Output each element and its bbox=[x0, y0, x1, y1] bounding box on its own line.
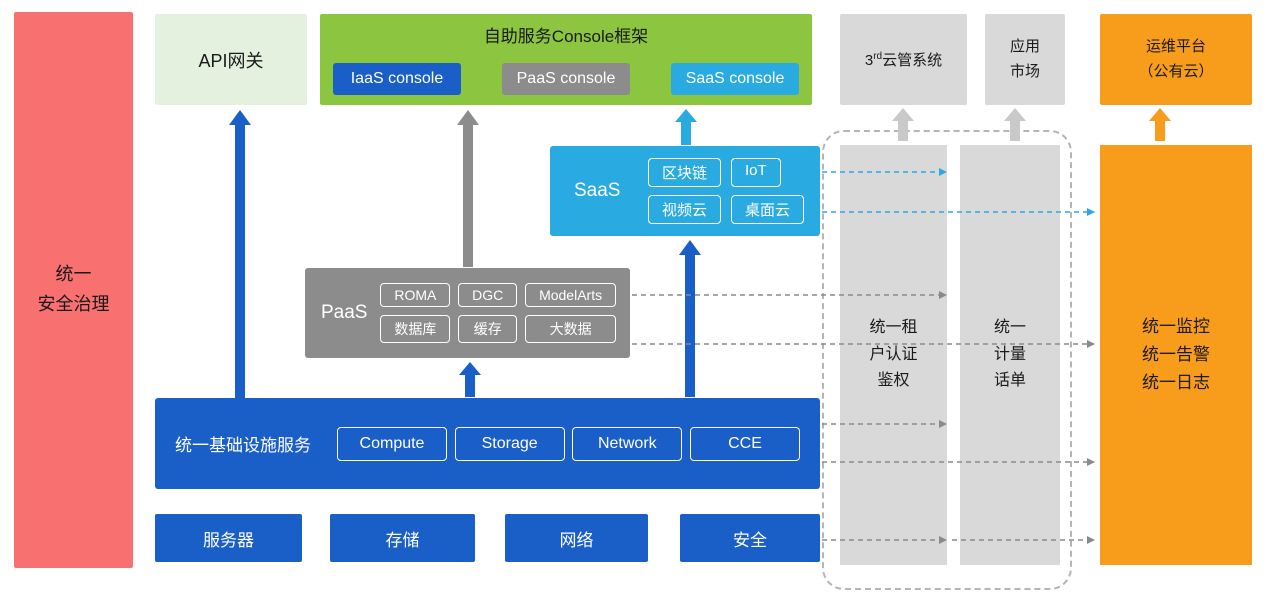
third-party-suffix: 云管系统 bbox=[882, 52, 943, 69]
paas-service-modelarts: ModelArts bbox=[525, 283, 616, 307]
api-gateway-box: API网关 bbox=[155, 14, 307, 105]
hardware-security-box: 安全 bbox=[680, 514, 820, 562]
saas-service-blockchain: 区块链 bbox=[647, 158, 721, 187]
infrastructure-box: 统一基础设施服务 Compute Storage Network CCE bbox=[155, 398, 820, 489]
paas-label: PaaS bbox=[321, 302, 368, 323]
paas-service-roma: ROMA bbox=[380, 283, 451, 307]
infrastructure-label: 统一基础设施服务 bbox=[175, 436, 311, 455]
iaas-console-chip: IaaS console bbox=[333, 63, 461, 95]
paas-service-dgc: DGC bbox=[458, 283, 518, 307]
saas-service-iot: IoT bbox=[730, 158, 781, 187]
tenant-auth-bar: 统一租 户认证 鉴权 bbox=[840, 145, 947, 565]
console-chip-row: IaaS console PaaS console SaaS console bbox=[333, 63, 799, 95]
paas-box: PaaS ROMA DGC ModelArts 数据库 缓存 大数据 bbox=[305, 268, 630, 358]
paas-service-cache: 缓存 bbox=[458, 315, 518, 343]
arrow-infra-to-saas bbox=[679, 240, 701, 397]
security-governance-bar: 统一 安全治理 bbox=[14, 12, 133, 568]
arrow-saas-to-saas-console bbox=[675, 109, 697, 145]
arrow-paas-to-console-frame bbox=[457, 110, 479, 267]
paas-services-grid: ROMA DGC ModelArts 数据库 缓存 大数据 bbox=[380, 283, 616, 343]
arrow-infra-to-paas bbox=[459, 362, 481, 397]
paas-service-database: 数据库 bbox=[380, 315, 451, 343]
saas-service-video-cloud: 视频云 bbox=[647, 195, 721, 224]
console-frame-box: 自助服务Console框架 IaaS console PaaS console … bbox=[320, 14, 812, 105]
monitoring-alarm-log-bar: 统一监控 统一告警 统一日志 bbox=[1100, 145, 1252, 565]
saas-box: SaaS 区块链 IoT 视频云 桌面云 bbox=[550, 146, 820, 236]
paas-service-bigdata: 大数据 bbox=[525, 315, 616, 343]
om-platform-box: 运维平台 （公有云） bbox=[1100, 14, 1252, 105]
hardware-server-box: 服务器 bbox=[155, 514, 302, 562]
arrow-infra-to-api-gateway bbox=[229, 110, 251, 398]
hardware-storage-box: 存储 bbox=[330, 514, 475, 562]
infra-service-storage: Storage bbox=[454, 426, 565, 461]
arrow-monitoring-to-om-platform bbox=[1149, 108, 1171, 141]
third-party-superscript: rd bbox=[873, 51, 883, 62]
saas-label: SaaS bbox=[574, 180, 621, 201]
third-party-prefix: 3 bbox=[864, 52, 874, 69]
console-frame-title: 自助服务Console框架 bbox=[483, 27, 649, 46]
paas-console-chip: PaaS console bbox=[502, 63, 630, 95]
tenant-metering-dashed-group bbox=[822, 130, 1072, 590]
saas-service-desktop-cloud: 桌面云 bbox=[730, 195, 804, 224]
infra-service-compute: Compute bbox=[337, 426, 447, 461]
third-party-cloud-box: 3rd云管系统 bbox=[840, 14, 967, 105]
third-party-cloud-label: 3rd云管系统 bbox=[865, 49, 942, 70]
app-market-box: 应用 市场 bbox=[985, 14, 1065, 105]
metering-billing-bar: 统一 计量 话单 bbox=[960, 145, 1060, 565]
hardware-network-box: 网络 bbox=[505, 514, 648, 562]
infra-service-cce: CCE bbox=[689, 426, 800, 461]
infrastructure-services-row: Compute Storage Network CCE bbox=[337, 426, 800, 461]
saas-console-chip: SaaS console bbox=[671, 63, 799, 95]
saas-services-grid: 区块链 IoT 视频云 桌面云 bbox=[647, 158, 804, 224]
infra-service-network: Network bbox=[572, 426, 683, 461]
